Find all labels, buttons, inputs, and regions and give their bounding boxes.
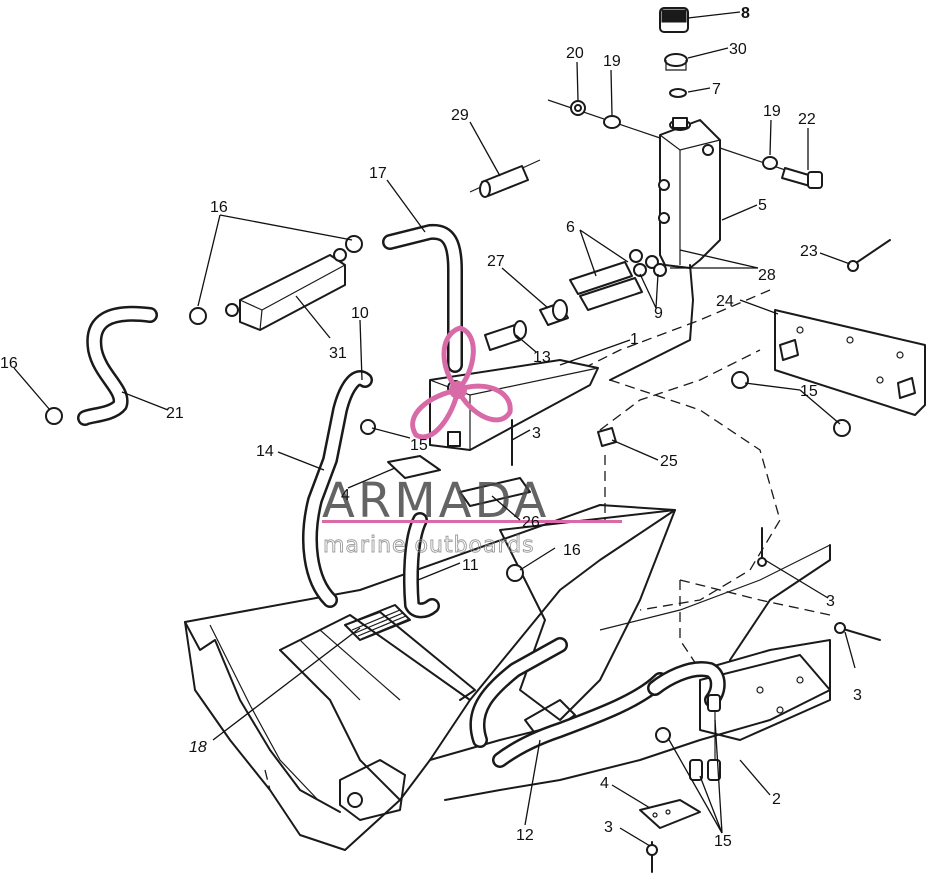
hose-12: [492, 672, 668, 768]
hose-12b: [469, 637, 726, 748]
bracket-1: [429, 359, 599, 466]
callout-7: 7: [712, 81, 721, 98]
callout-28: 28: [758, 267, 776, 284]
callout-2: 2: [772, 791, 781, 808]
callout-24: 24: [716, 293, 734, 310]
leader-lines: [13, 11, 856, 847]
callout-20: 20: [566, 45, 584, 62]
callout-5: 5: [758, 197, 767, 214]
callout-25: 25: [660, 453, 678, 470]
callout-13: 13: [533, 349, 551, 366]
callout-12: 12: [516, 827, 534, 844]
heat-exchanger: [225, 248, 347, 331]
callout-31: 31: [329, 345, 347, 362]
callout-9: 9: [654, 305, 663, 322]
watermark-underline: [322, 520, 622, 523]
callout-16-mid: 16: [563, 542, 581, 559]
part-29: [469, 159, 541, 198]
callout-3-right: 3: [826, 593, 835, 610]
callout-10: 10: [351, 305, 369, 322]
callout-14: 14: [256, 443, 274, 460]
coolant-reservoir: [609, 117, 721, 381]
hose-21: [77, 305, 158, 426]
callout-labels: 8 30 7 20 19 19 22 29 5 6 17 16 27 28 23…: [0, 5, 862, 850]
bracket-24: [774, 309, 926, 416]
callout-3-mid: 3: [532, 425, 541, 442]
callout-19-top: 19: [603, 53, 621, 70]
tunnel-ribbing: [351, 609, 410, 640]
propeller-icon: [410, 325, 513, 440]
callout-16-top: 16: [210, 199, 228, 216]
callout-4-bottom: 4: [600, 775, 609, 792]
watermark-title: ARMADA: [322, 473, 549, 529]
callout-4-mid: 4: [341, 487, 350, 504]
callout-6: 6: [566, 219, 575, 236]
callout-21: 21: [166, 405, 184, 422]
callout-18: 18: [189, 739, 207, 756]
hose-11: [402, 512, 440, 619]
reservoir-cap: [659, 7, 689, 98]
callout-15-mid: 15: [410, 437, 428, 454]
hose-10-14: [302, 370, 373, 608]
callout-19-right: 19: [763, 103, 781, 120]
callout-16-left: 16: [0, 355, 18, 372]
callout-15-bottom: 15: [714, 833, 732, 850]
callout-27: 27: [487, 253, 505, 270]
callout-1: 1: [630, 331, 639, 348]
callout-30: 30: [729, 41, 747, 58]
screws: [646, 239, 891, 873]
callout-15-right: 15: [800, 383, 818, 400]
callout-22: 22: [798, 111, 816, 128]
callout-11: 11: [462, 557, 479, 574]
watermark: ARMADA marine outboards: [322, 325, 622, 558]
callout-17: 17: [369, 165, 387, 182]
mounting-hardware-top: [547, 99, 823, 189]
callout-26: 26: [522, 514, 540, 531]
hose-17: [382, 223, 463, 373]
rear-posts: [689, 694, 721, 781]
callout-3-lower-right: 3: [853, 687, 862, 704]
callout-3-bottom: 3: [604, 819, 613, 836]
fittings-group: [484, 249, 667, 351]
callout-23: 23: [800, 243, 818, 260]
watermark-subtitle: marine outboards: [323, 533, 535, 558]
chassis-frame: [184, 289, 831, 851]
callout-29: 29: [451, 107, 469, 124]
callout-8: 8: [741, 5, 750, 22]
